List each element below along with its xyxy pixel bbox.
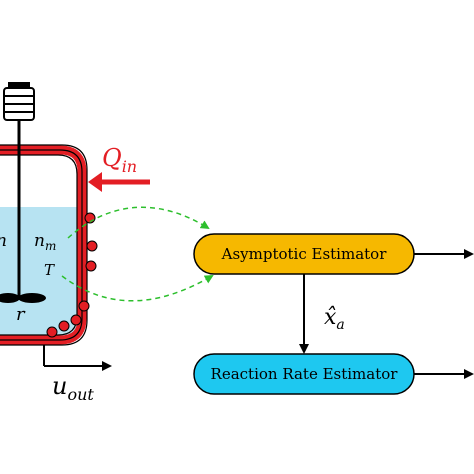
asymptotic-estimator-label: Asymptotic Estimator: [221, 245, 388, 263]
variable-rate: r: [16, 304, 26, 325]
dashed-arrow-nm: [67, 206, 210, 239]
variable-n-partial: n: [0, 231, 7, 251]
stirrer-motor: [3, 82, 35, 121]
dashed-arrow-temperature: [61, 275, 214, 302]
variable-nm: nm: [34, 231, 56, 253]
reaction-rate-estimator-label: Reaction Rate Estimator: [211, 365, 399, 383]
asymptotic-estimator-block: Asymptotic Estimator: [193, 233, 415, 275]
variable-temperature: T: [44, 261, 55, 279]
reaction-rate-estimator-block: Reaction Rate Estimator: [193, 353, 415, 395]
heat-input-label: Qin: [102, 144, 137, 176]
xa-label: x̂a: [324, 305, 345, 333]
outflow-label: uout: [52, 372, 94, 404]
reactor-liquid: [0, 207, 82, 340]
impeller: [0, 293, 46, 303]
jacket-nodules: [46, 212, 98, 338]
